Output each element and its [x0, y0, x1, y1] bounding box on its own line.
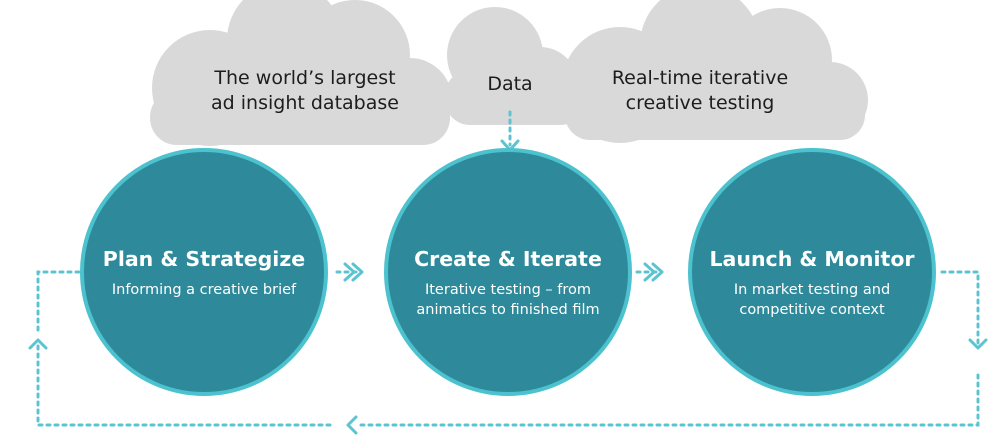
arrow-up-left-icon [28, 338, 48, 350]
cloud-left [150, 0, 452, 146]
cloud-label-testing: Real-time iterative creative testing [590, 66, 810, 116]
cloud-center [445, 7, 585, 125]
stage-subtitle: animatics to finished film [416, 302, 600, 318]
arrow-left-bottom-icon [346, 415, 358, 435]
arrow-right-1-icon [351, 262, 364, 282]
cloud-label-line: Data [487, 73, 533, 95]
stage-launch-text: Launch & Monitor In market testing and c… [692, 246, 932, 320]
stage-plan-text: Plan & Strategize Informing a creative b… [84, 246, 324, 300]
stage-create-text: Create & Iterate Iterative testing – fro… [388, 246, 628, 320]
stage-subtitle: In market testing and [733, 282, 891, 298]
stage-circles [80, 148, 936, 396]
stage-circle-create [384, 148, 632, 396]
dotted-connectors [36, 110, 980, 427]
stage-subtitle: Informing a creative brief [111, 282, 297, 298]
stage-title: Plan & Strategize [102, 247, 306, 271]
loop-return-connector [36, 270, 980, 427]
cloud-label-database: The world’s largest ad insight database [195, 66, 415, 116]
stage-circle-plan [80, 148, 328, 396]
cloud-group [150, 0, 868, 146]
cloud-right [562, 0, 868, 143]
arrow-right-2-icon [651, 262, 664, 282]
arrow-right-2b-icon [643, 262, 656, 282]
cloud-label-data: Data [470, 72, 550, 97]
cloud-label-line: Real-time iterative [611, 67, 789, 89]
stage-title: Launch & Monitor [709, 247, 915, 271]
cloud-label-line: The world’s largest [214, 67, 396, 89]
stage-circle-launch [688, 148, 936, 396]
arrow-down-right-icon [968, 338, 988, 350]
stage-subtitle: Iterative testing – from [424, 282, 592, 298]
arrow-right-1b-icon [343, 262, 356, 282]
stage-subtitle: competitive context [739, 302, 885, 318]
cloud-label-line: creative testing [625, 92, 775, 114]
cloud-label-line: ad insight database [211, 92, 399, 114]
stage-title: Create & Iterate [414, 247, 602, 271]
